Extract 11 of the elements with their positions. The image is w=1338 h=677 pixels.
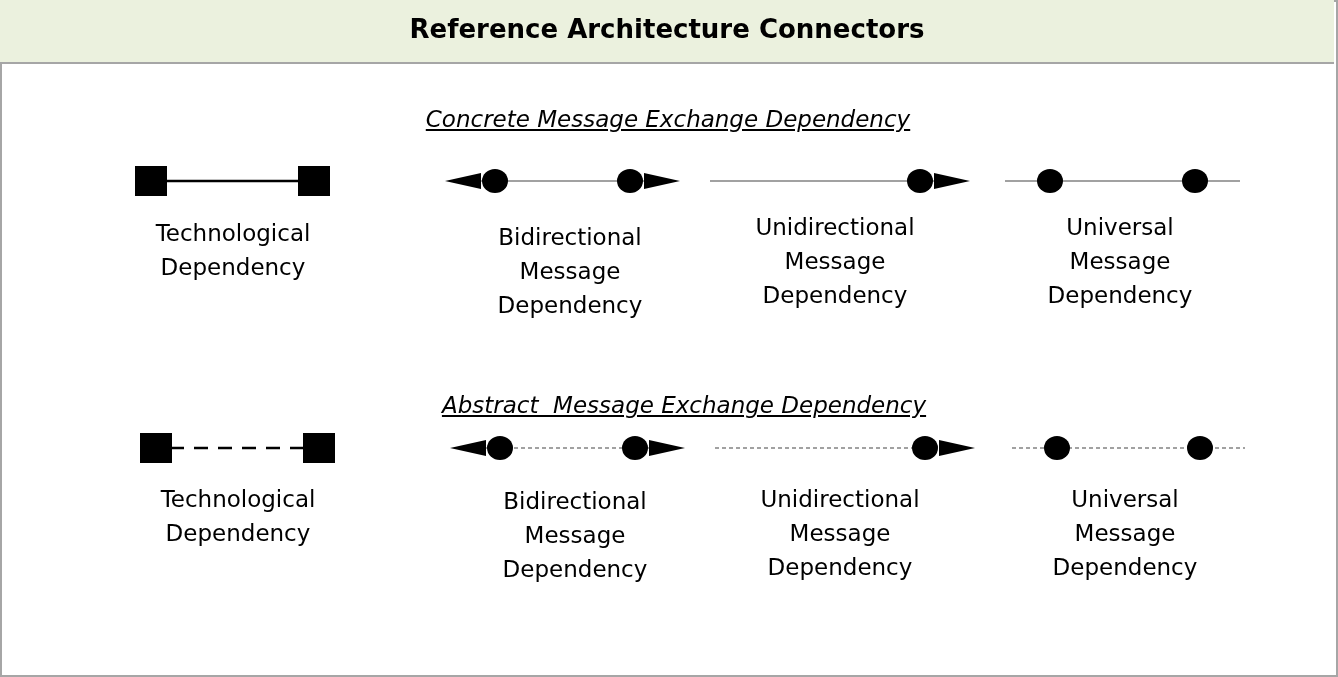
section-heading: Concrete Message Exchange Dependency <box>425 106 911 132</box>
legend-label: Unidirectional Message Dependency <box>754 213 916 310</box>
legend-label: Technological Dependency <box>154 219 312 282</box>
legend-label: Unidirectional Message Dependency <box>759 485 921 582</box>
legend-label: Universal Message Dependency <box>1051 485 1199 582</box>
title: Reference Architecture Connectors <box>408 14 926 44</box>
legend-label: Bidirectional Message Dependency <box>496 223 644 320</box>
legend-label: Bidirectional Message Dependency <box>501 487 649 584</box>
legend-label: Technological Dependency <box>159 485 317 548</box>
legend-label: Universal Message Dependency <box>1046 213 1194 310</box>
section-heading: Abstract Message Exchange Dependency <box>441 392 927 418</box>
